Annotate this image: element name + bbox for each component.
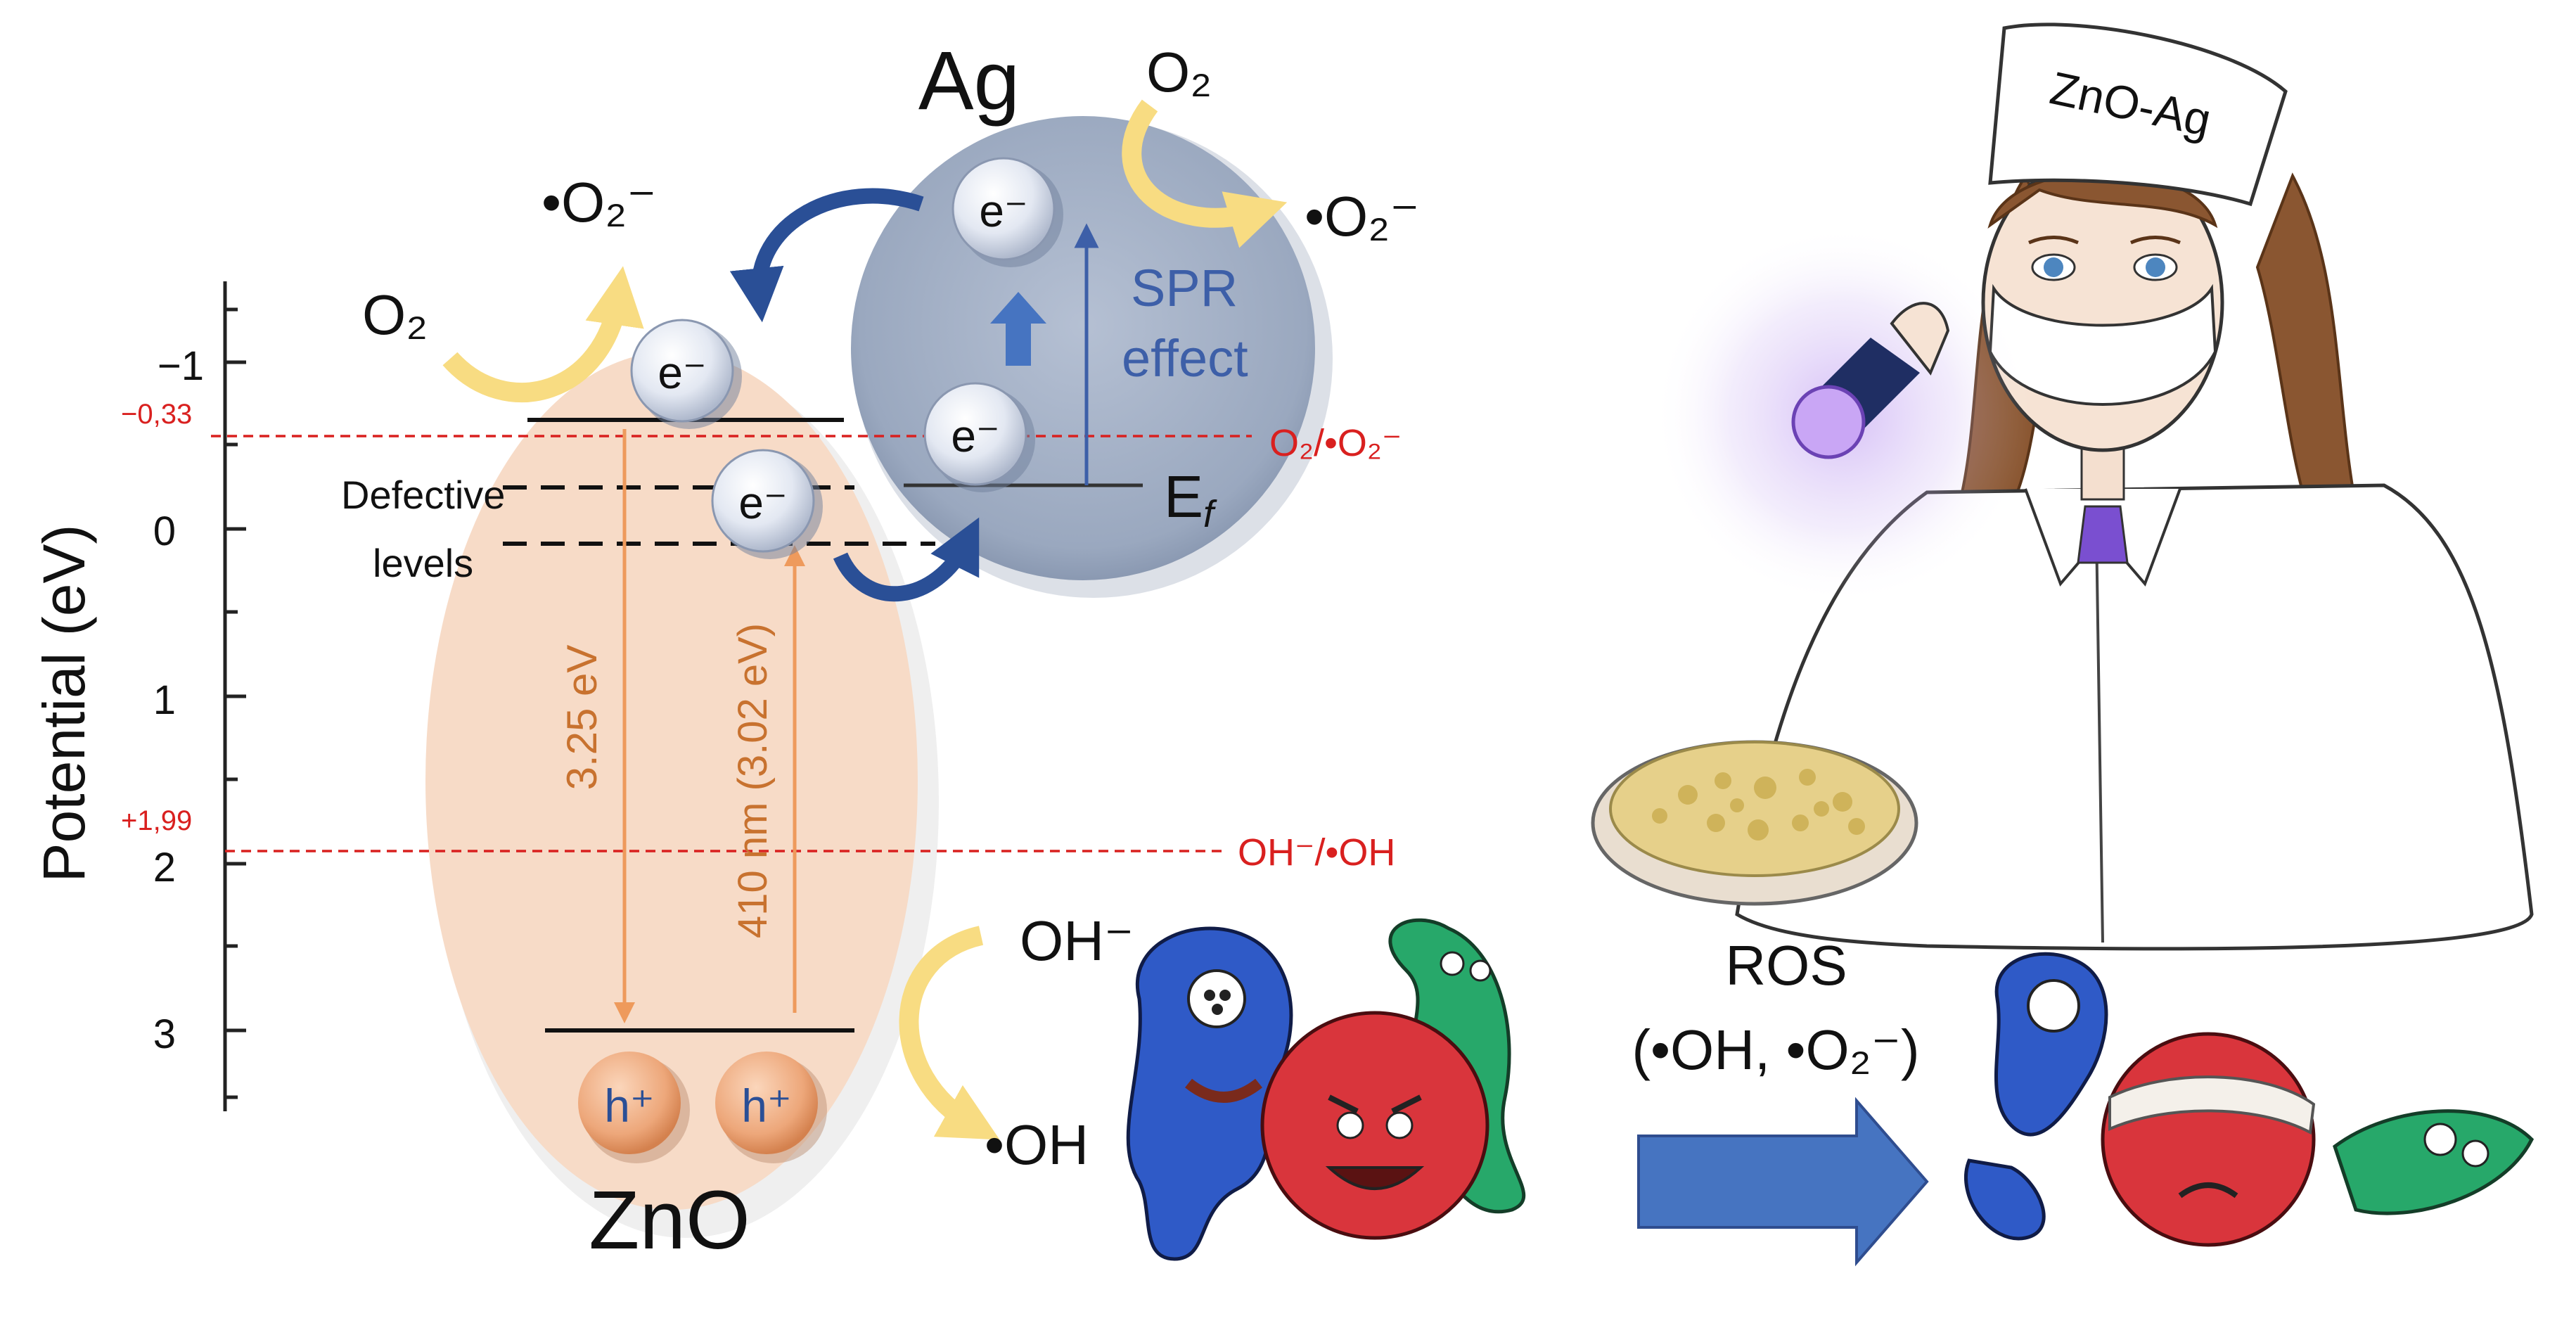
ros-title: ROS	[1725, 934, 1847, 997]
defect-label-line1: Defective	[341, 473, 505, 517]
bacterium-red	[1260, 1011, 1489, 1240]
o2-reduction-arrow-zno	[442, 266, 644, 402]
defect-label-line2: levels	[373, 541, 473, 585]
o2-label-ag: O₂	[1146, 41, 1212, 103]
o2-reduction-arrow-ag	[1122, 99, 1288, 248]
hole-right: h⁺	[715, 1052, 827, 1163]
svg-text:e⁻: e⁻	[658, 347, 706, 398]
svg-text:h⁺: h⁺	[604, 1080, 655, 1132]
bacteria-after	[1964, 952, 2535, 1247]
electron-excitation-arrow	[990, 292, 1046, 366]
svg-text:e⁻: e⁻	[979, 186, 1027, 236]
electron-zno-cb: e⁻	[630, 319, 742, 429]
bacteria-before	[1126, 918, 1526, 1261]
superoxide-label-zno: •O₂⁻	[542, 171, 657, 234]
electron-zno-defect: e⁻	[711, 449, 823, 559]
tick-label-minus1: −1	[158, 343, 204, 389]
hydroxyl-couple-label: OH⁻/•OH	[1238, 831, 1395, 874]
hydroxyl-label: •OH	[985, 1113, 1089, 1176]
o2-label-zno: O₂	[362, 283, 428, 346]
tick-label-3: 3	[153, 1011, 176, 1057]
ag-label: Ag	[918, 34, 1020, 127]
hydroxyl-level-value: +1,99	[121, 805, 192, 836]
spr-label-line2: effect	[1122, 329, 1248, 388]
axis-title: Potential (eV)	[31, 525, 97, 883]
svg-text:e⁻: e⁻	[738, 478, 787, 528]
axis-ticks	[225, 307, 246, 1099]
hydroxide-label: OH⁻	[1020, 909, 1134, 972]
svg-text:e⁻: e⁻	[951, 411, 999, 461]
superoxide-label-ag: •O₂⁻	[1305, 185, 1420, 248]
superoxide-couple-label: O₂/•O₂⁻	[1269, 422, 1402, 464]
tick-label-1: 1	[153, 677, 176, 723]
fermi-label: Ef	[1164, 464, 1217, 535]
band-gap-label: 3.25 eV	[558, 645, 605, 791]
tick-label-0: 0	[153, 509, 176, 554]
transfer-arrow-zno-to-ag	[833, 517, 980, 602]
superoxide-level-value: −0,33	[121, 399, 192, 430]
zno-label: ZnO	[589, 1174, 750, 1267]
hydroxide-oxidation-arrow	[899, 926, 1000, 1140]
electron-ag-bottom: e⁻	[923, 382, 1035, 492]
absorption-label: 410 nm (3.02 eV)	[730, 623, 776, 938]
transfer-arrow-ag-to-zno	[729, 188, 924, 323]
potential-axis: −1 0 1 2 3 Potential (eV)	[31, 281, 246, 1111]
ros-arrow	[1637, 1097, 1929, 1267]
bacterium-green-broken	[2333, 1109, 2535, 1215]
spr-label-line1: SPR	[1131, 259, 1238, 317]
tick-label-2: 2	[153, 845, 176, 890]
electron-ag-top: e⁻	[951, 157, 1063, 267]
scientist-illustration: ZnO-Ag	[1591, 23, 2534, 951]
bacterium-red-bandaged	[2101, 1032, 2316, 1247]
ros-detail: (•OH, •O₂⁻)	[1632, 1018, 1919, 1081]
hole-left: h⁺	[578, 1052, 690, 1163]
svg-text:h⁺: h⁺	[741, 1080, 792, 1132]
